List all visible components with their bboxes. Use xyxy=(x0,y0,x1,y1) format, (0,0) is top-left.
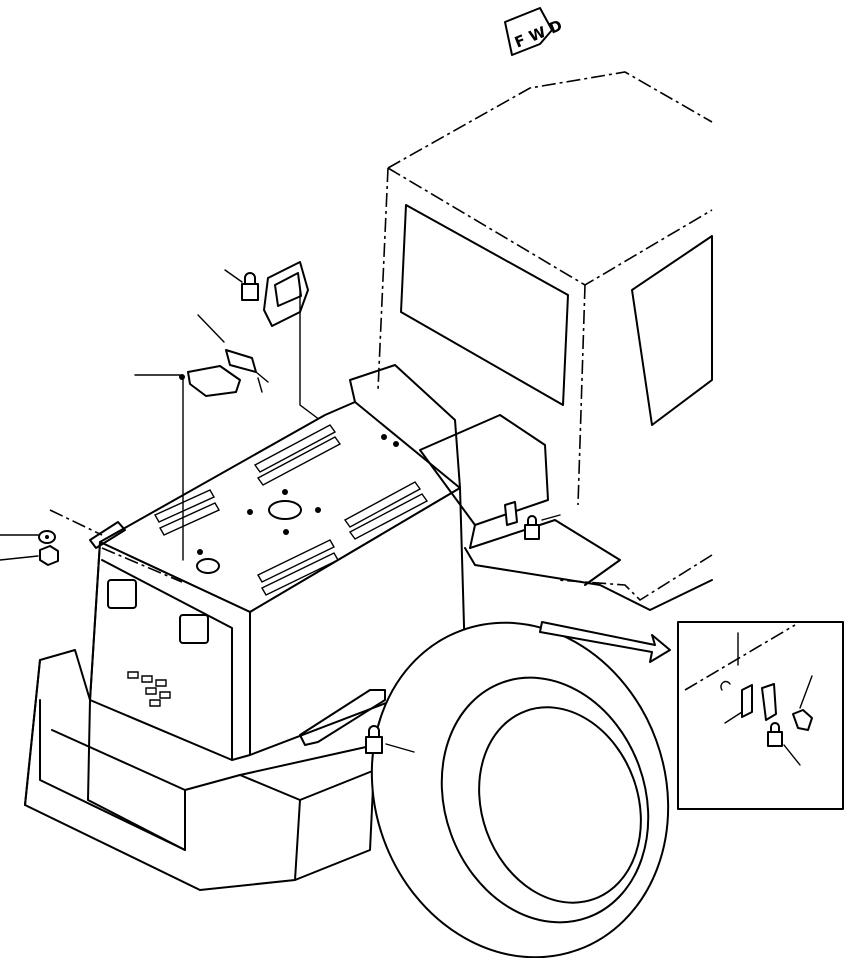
detail-hook xyxy=(720,680,731,691)
washer-icon xyxy=(38,530,56,544)
filler-cap xyxy=(196,558,220,574)
padlock-icon xyxy=(365,725,383,754)
callout-hood-latch-plate xyxy=(134,365,241,561)
detail-latch-icon xyxy=(761,683,777,721)
callout-padlock-fender-box xyxy=(365,725,415,754)
hood-emblem xyxy=(127,671,171,707)
callout-padlock-cab-door xyxy=(224,261,309,327)
cab-window-left xyxy=(400,204,569,406)
handrail-side xyxy=(299,689,386,746)
detail-padlock-icon xyxy=(767,722,783,747)
fwd-direction-marker: F W D xyxy=(504,7,565,56)
grille-right xyxy=(179,614,209,644)
detail-pointer-arrow xyxy=(539,621,671,663)
cab-window-right xyxy=(631,235,713,426)
detail-pin-icon xyxy=(792,709,813,731)
latch-plate-icon xyxy=(187,365,241,397)
callout-padlock-with-keys xyxy=(197,314,269,393)
forward-arrow-icon xyxy=(504,7,553,56)
detail-bracket-icon xyxy=(741,684,753,718)
callout-washer xyxy=(0,530,56,544)
callout-nut xyxy=(0,545,59,566)
fuel-cap xyxy=(268,500,302,520)
handrail-front xyxy=(89,521,126,549)
hood-vents xyxy=(154,424,429,596)
nut-icon xyxy=(39,545,59,566)
rear-tire xyxy=(370,621,670,958)
callout-padlock-side-box xyxy=(504,501,561,540)
padlock-icon xyxy=(524,515,540,540)
cab xyxy=(299,71,713,602)
detail-inset xyxy=(677,621,844,810)
padlock-icon xyxy=(241,272,259,301)
hinge-plate xyxy=(263,261,309,327)
grille-left xyxy=(107,579,137,609)
padlock-keys-icon xyxy=(225,349,257,373)
